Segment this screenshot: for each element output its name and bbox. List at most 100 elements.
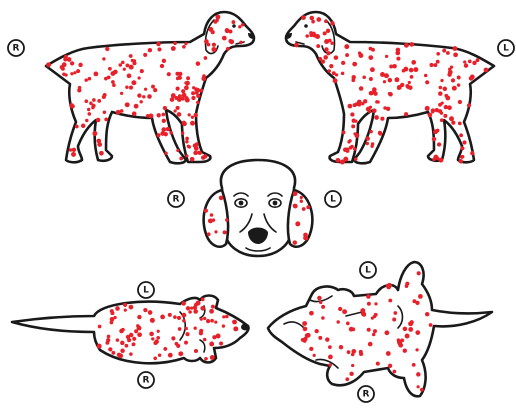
red-spot <box>200 317 203 320</box>
red-spot <box>438 91 443 96</box>
red-spot <box>196 301 201 306</box>
red-spot <box>420 388 424 392</box>
red-spot <box>433 63 437 67</box>
red-spot <box>214 320 217 323</box>
red-spot <box>396 57 400 61</box>
red-spot <box>210 355 215 360</box>
red-spot <box>336 320 339 323</box>
red-spot <box>160 315 165 320</box>
red-spot <box>178 327 182 331</box>
red-spot <box>78 86 82 90</box>
red-spot <box>123 303 127 307</box>
red-spot <box>190 121 195 126</box>
red-spot <box>162 119 166 123</box>
red-spot <box>362 76 366 80</box>
red-spot <box>368 55 373 60</box>
red-spot <box>85 119 88 122</box>
red-spot <box>193 306 197 310</box>
red-spot <box>326 51 330 55</box>
red-spot <box>360 308 365 313</box>
red-spot <box>120 341 124 345</box>
red-spot <box>178 351 183 356</box>
red-spot <box>366 142 369 145</box>
red-spot <box>403 327 408 332</box>
red-spot <box>404 43 409 48</box>
red-spot <box>469 76 474 81</box>
red-spot <box>341 72 345 76</box>
red-spot <box>413 67 418 72</box>
red-spot <box>436 129 440 133</box>
red-spot <box>294 43 299 48</box>
badge-head-left-label: L <box>330 195 336 205</box>
side-right-silhouette <box>46 12 254 163</box>
red-spot <box>324 47 328 51</box>
red-spot <box>193 144 197 148</box>
red-spot <box>188 145 192 149</box>
red-spot <box>164 152 167 155</box>
red-spot <box>453 52 458 57</box>
red-spot <box>177 316 181 320</box>
red-spot <box>103 111 107 115</box>
red-spot <box>325 337 329 341</box>
red-spot <box>72 148 76 152</box>
red-spot <box>369 91 373 95</box>
red-spot <box>343 157 348 162</box>
red-spot <box>392 318 396 322</box>
red-spot <box>143 308 147 312</box>
red-spot <box>148 48 152 52</box>
red-spot <box>228 39 232 43</box>
red-spot <box>69 103 74 108</box>
red-spot <box>87 108 90 111</box>
red-spot <box>375 100 379 104</box>
red-spot <box>346 322 350 326</box>
red-spot <box>216 334 221 339</box>
red-spot <box>123 68 126 71</box>
red-spot <box>410 75 414 79</box>
red-spot <box>438 158 443 163</box>
red-spot <box>366 136 370 140</box>
red-spot <box>157 330 160 333</box>
red-spot <box>199 329 203 333</box>
red-spot <box>231 20 235 24</box>
red-spot <box>330 21 334 25</box>
red-spot <box>440 79 443 82</box>
red-spot <box>395 51 400 56</box>
red-spot <box>464 63 468 67</box>
red-spot <box>372 109 377 114</box>
red-spot <box>359 352 363 356</box>
red-spot <box>168 313 172 317</box>
red-spot <box>451 121 455 125</box>
red-spot <box>173 315 177 319</box>
badge-side-right-view: R <box>8 40 24 56</box>
red-spot <box>425 106 430 111</box>
red-spot <box>94 72 99 77</box>
red-spot <box>373 329 377 333</box>
red-spot <box>328 345 332 349</box>
red-spot <box>386 284 390 288</box>
red-spot <box>181 301 186 306</box>
red-spot <box>222 315 225 318</box>
red-spot <box>162 59 166 63</box>
red-spot <box>332 71 336 75</box>
red-spot <box>238 25 241 28</box>
red-spot <box>219 341 223 345</box>
red-spot <box>193 113 197 117</box>
red-spot <box>97 99 101 103</box>
red-spot <box>105 341 109 345</box>
red-spot <box>119 63 123 67</box>
red-spot <box>64 73 67 76</box>
red-spot <box>214 230 217 233</box>
head-pupil-left <box>273 201 278 206</box>
red-spot <box>104 77 108 81</box>
red-spot <box>226 47 230 51</box>
red-spot <box>126 335 130 339</box>
red-spot <box>300 196 303 199</box>
red-spot <box>129 86 133 90</box>
red-spot <box>182 121 187 126</box>
red-spot <box>120 109 124 113</box>
red-spot <box>363 99 367 103</box>
red-spot <box>389 65 393 69</box>
red-spot <box>429 63 433 67</box>
red-spot <box>207 232 211 236</box>
red-spot <box>412 363 416 367</box>
